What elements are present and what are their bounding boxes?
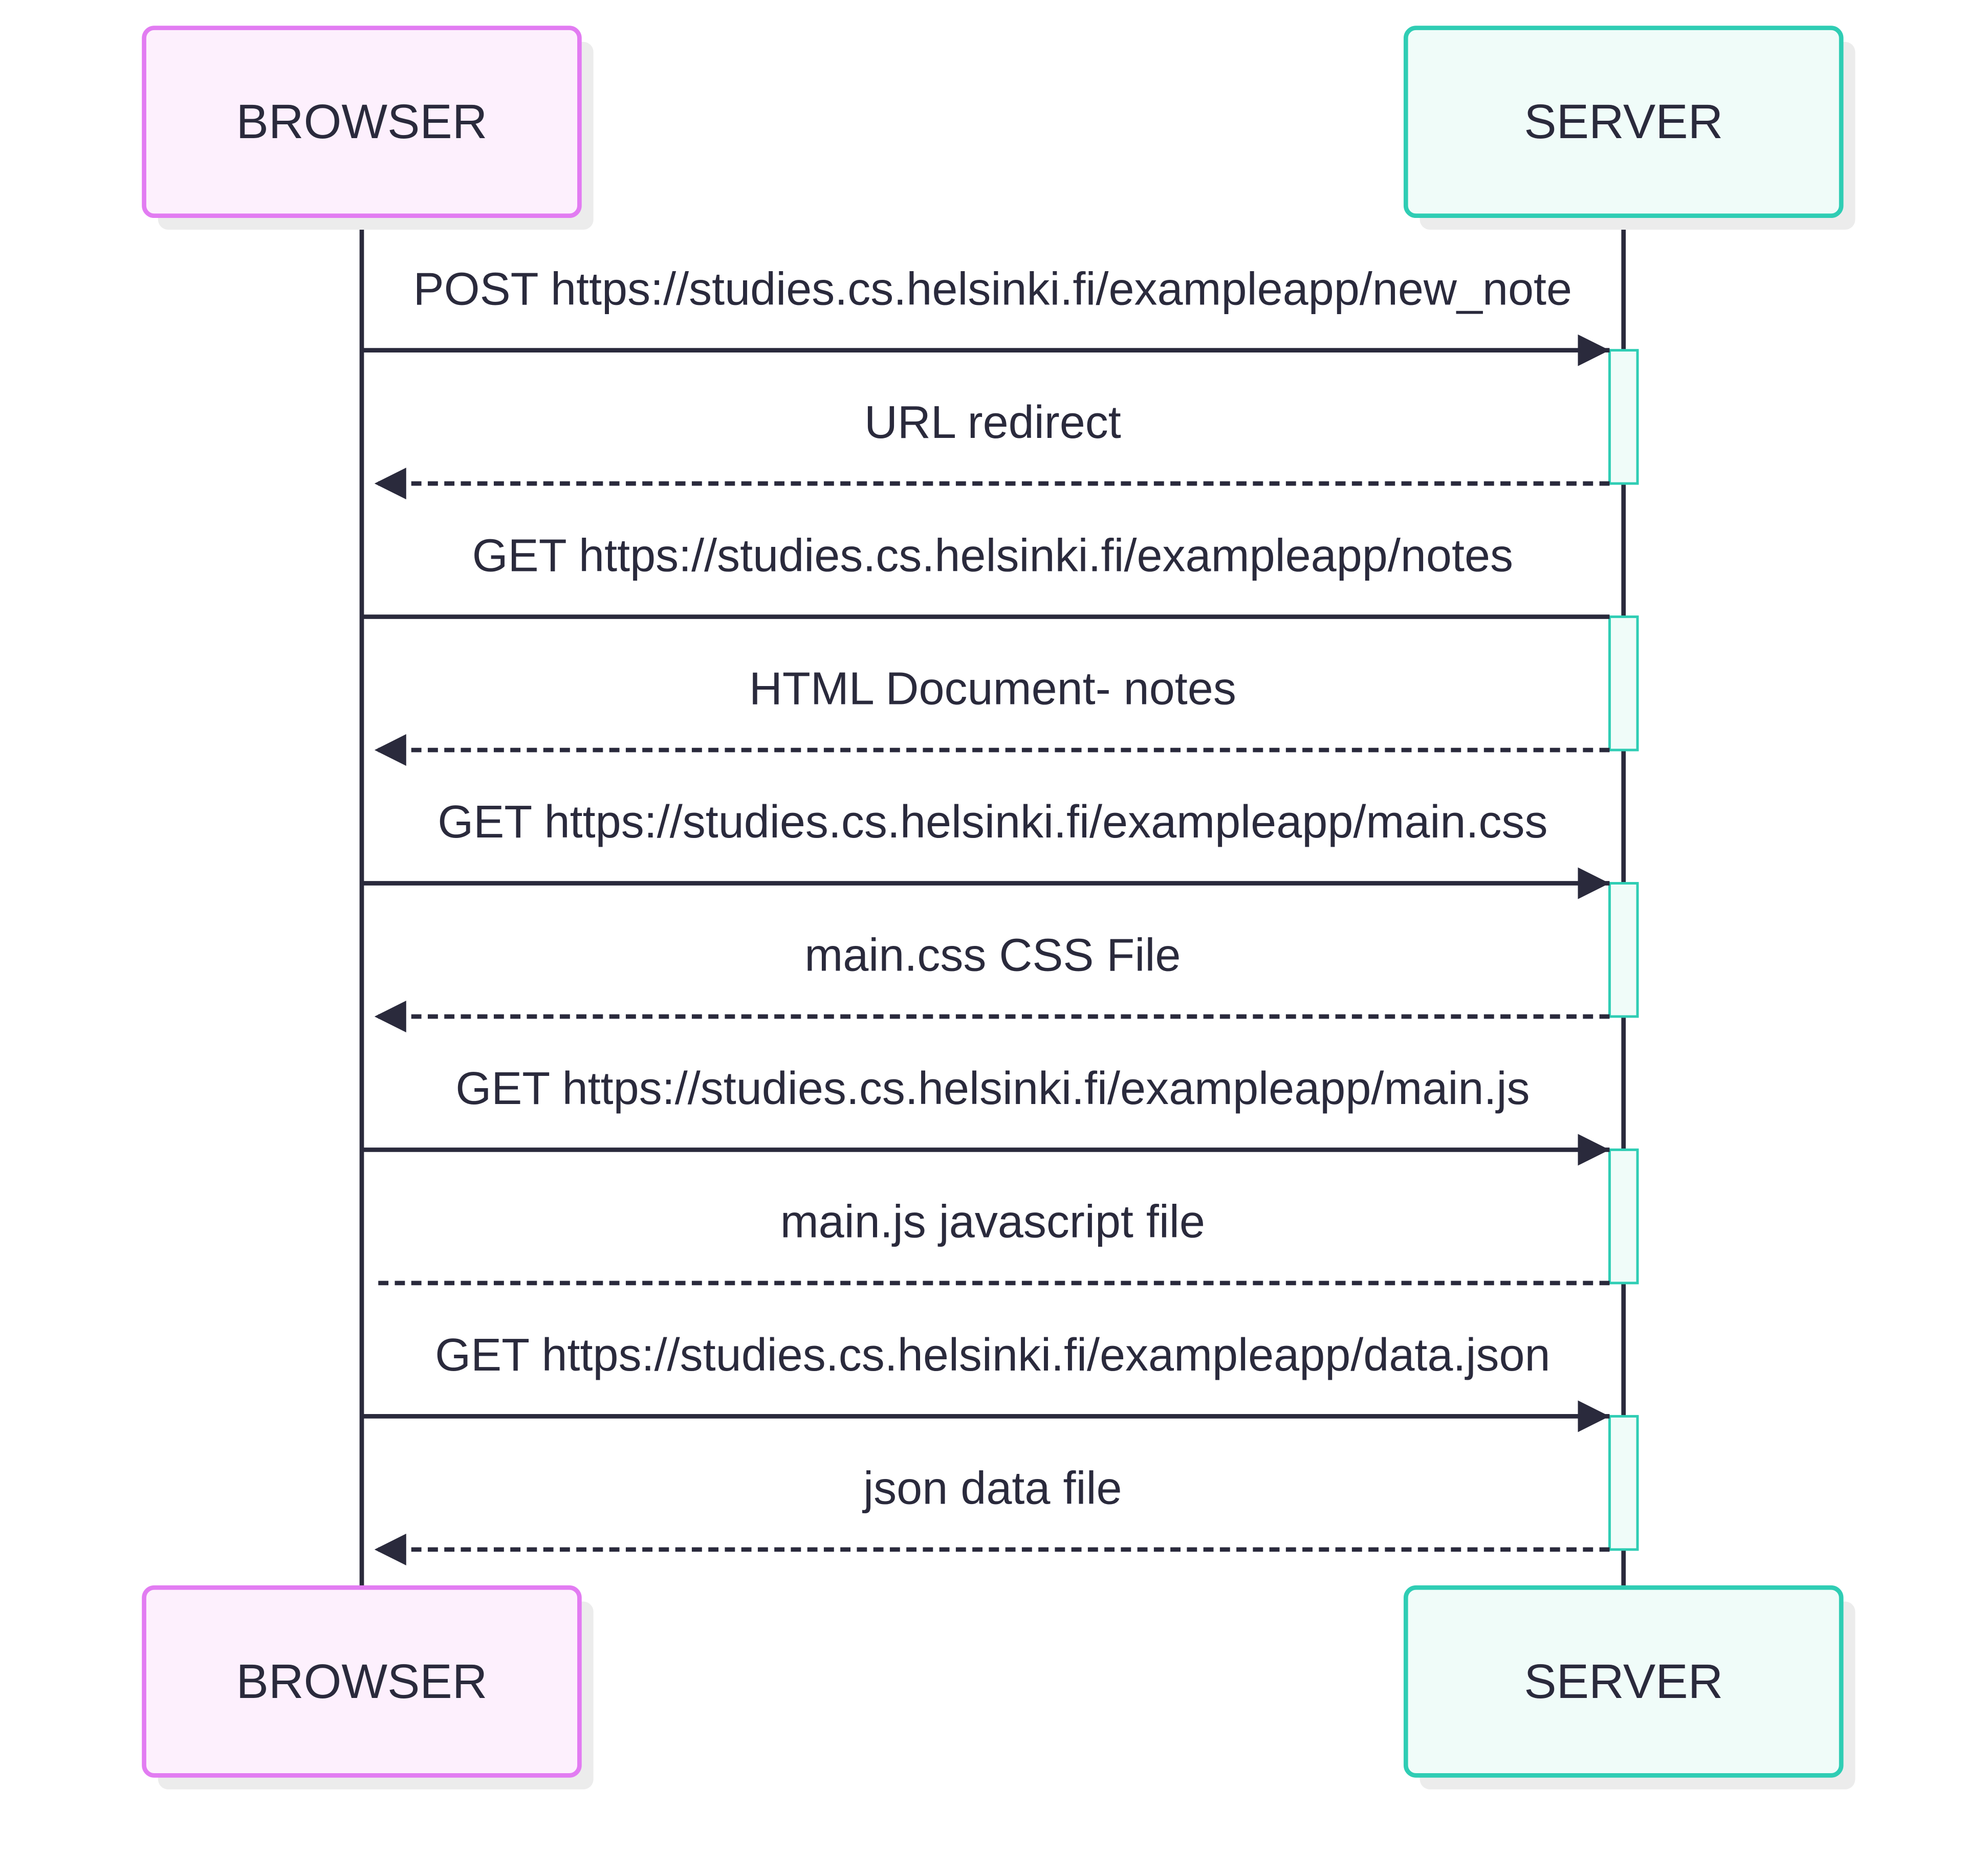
message: main.js javascript file <box>374 1197 1610 1286</box>
message: GET https://studies.cs.helsinki.fi/examp… <box>361 530 1610 619</box>
message: GET https://studies.cs.helsinki.fi/examp… <box>361 1330 1610 1432</box>
participant-browser-top: BROWSER <box>142 26 594 230</box>
participant-label: SERVER <box>1524 1654 1723 1709</box>
message-label: main.js javascript file <box>780 1197 1205 1248</box>
participant-box <box>142 26 582 218</box>
activation-bar <box>1608 1415 1639 1551</box>
message: POST https://studies.cs.helsinki.fi/exam… <box>361 263 1610 366</box>
message-label: POST https://studies.cs.helsinki.fi/exam… <box>413 263 1573 315</box>
participant-label: BROWSER <box>236 1654 488 1709</box>
message-label: GET https://studies.cs.helsinki.fi/examp… <box>438 797 1547 848</box>
message-label: json data file <box>862 1463 1122 1514</box>
message: HTML Document- notes <box>374 664 1610 766</box>
participant-label: BROWSER <box>236 95 488 149</box>
participant-box <box>142 1585 582 1778</box>
message-label: URL redirect <box>864 397 1121 448</box>
message-label: HTML Document- notes <box>749 664 1236 715</box>
message-label: GET https://studies.cs.helsinki.fi/examp… <box>455 1063 1530 1114</box>
message-label: main.css CSS File <box>804 930 1181 981</box>
message: GET https://studies.cs.helsinki.fi/examp… <box>361 797 1610 899</box>
message: GET https://studies.cs.helsinki.fi/examp… <box>361 1063 1610 1166</box>
activation-bar <box>1608 1148 1639 1285</box>
participant-server-top: SERVER <box>1403 26 1855 230</box>
message-label: GET https://studies.cs.helsinki.fi/examp… <box>472 530 1513 581</box>
participant-box <box>1403 26 1844 218</box>
message: main.css CSS File <box>374 930 1610 1032</box>
participant-server-bottom: SERVER <box>1403 1585 1855 1790</box>
activation-bar <box>1608 882 1639 1018</box>
message: URL redirect <box>374 397 1610 500</box>
participant-label: SERVER <box>1524 95 1723 149</box>
participant-browser-bottom: BROWSER <box>142 1585 594 1790</box>
participant-box <box>1403 1585 1844 1778</box>
activation-bar <box>1608 615 1639 752</box>
activation-bar <box>1608 349 1639 485</box>
message: json data file <box>374 1463 1610 1565</box>
message-label: GET https://studies.cs.helsinki.fi/examp… <box>435 1330 1550 1381</box>
